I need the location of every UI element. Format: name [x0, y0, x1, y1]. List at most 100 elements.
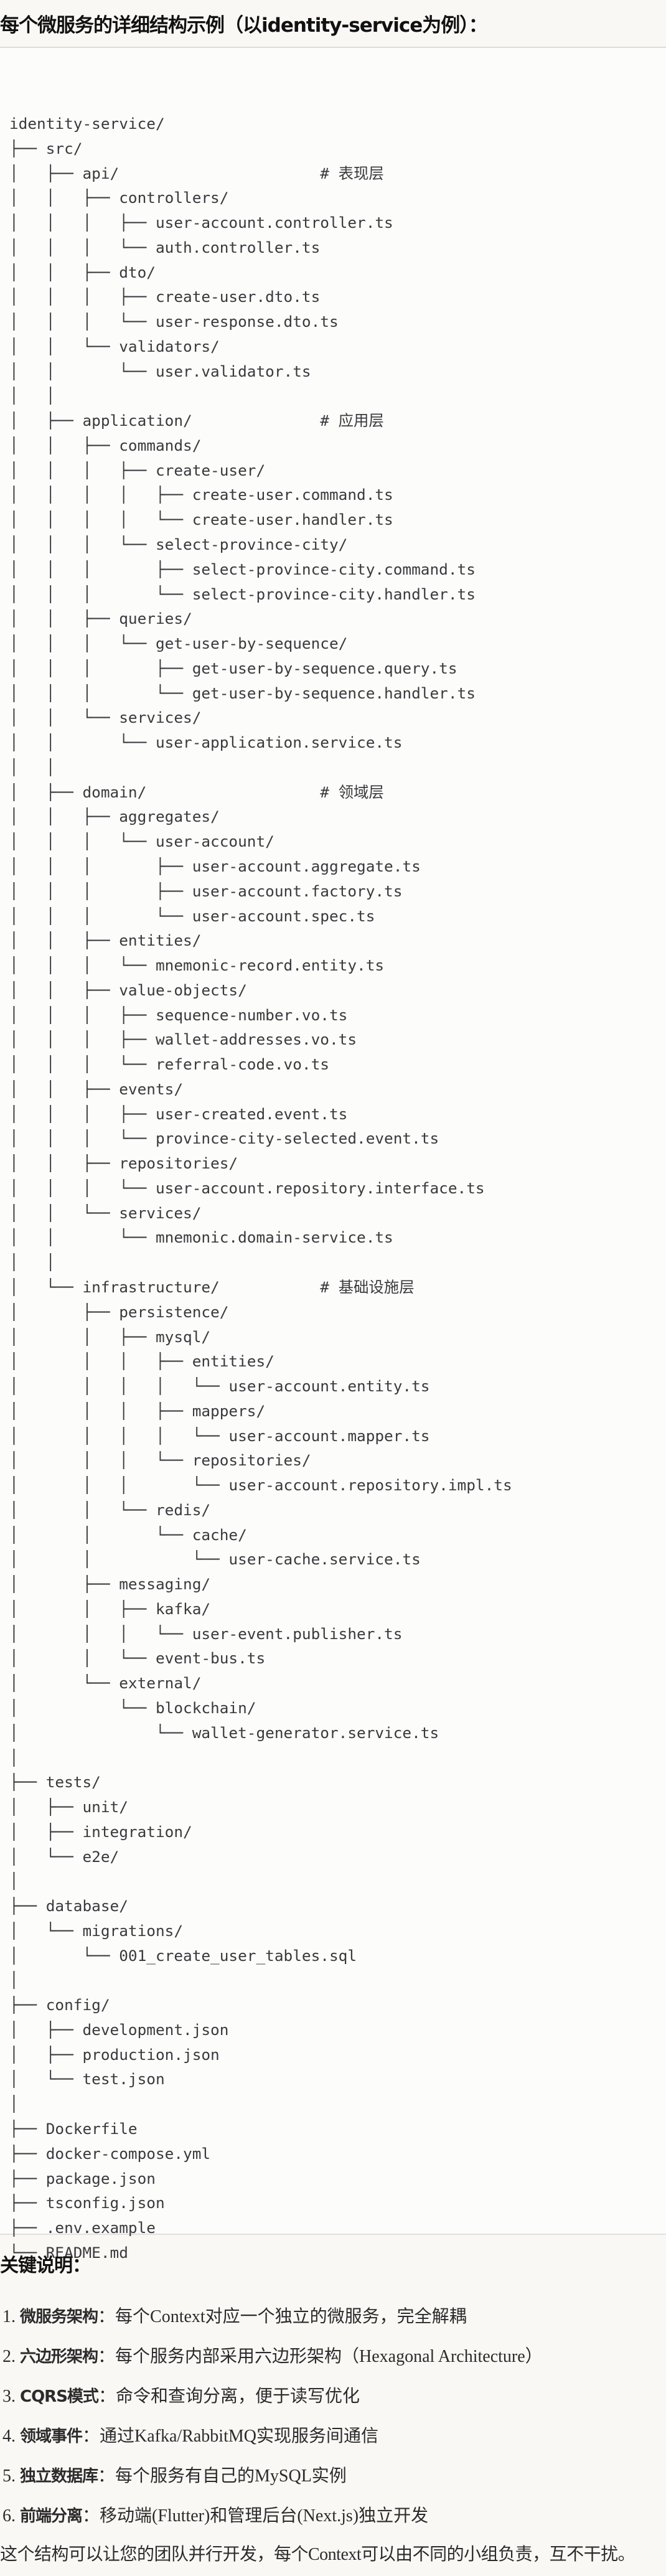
tree-line: │	[9, 1872, 19, 1891]
tree-line: ├── .env.example	[9, 2219, 156, 2237]
tree-line: │ │ │ └── mnemonic-record.entity.ts	[9, 956, 385, 975]
tree-line: │ │ ├── mysql/	[9, 1327, 211, 1346]
tree-line: └── README.md	[9, 2243, 128, 2262]
tree-line: │ │ │ ├── user-account.aggregate.ts	[9, 857, 421, 875]
tree-line: │ │ └── redis/	[9, 1500, 211, 1519]
tree-line: │ │ ├── aggregates/	[9, 807, 220, 826]
tree-line: │ │ │ │ └── create-user.handler.ts	[9, 510, 393, 529]
tree-line: │ ├── persistence/	[9, 1302, 229, 1321]
tree-line: ├── src/	[9, 139, 83, 157]
tree-line: ├── tsconfig.json	[9, 2194, 165, 2212]
list-item-label: 领域事件	[20, 2427, 83, 2446]
tree-line: │ │ │ ├── user-account.factory.ts	[9, 881, 403, 900]
list-item-text: ：每个服务内部采用六边形架构（Hexagonal Architecture）	[98, 2347, 543, 2366]
tree-line: │ │ │ └── province-city-selected.event.t…	[9, 1129, 439, 1148]
tree-line: │ │ │ ├── create-user/	[9, 461, 266, 479]
tree-line: │ └── e2e/	[9, 1847, 120, 1866]
tree-line: │ └── infrastructure/ # 基础设施层	[9, 1277, 415, 1296]
tree-line: │ │ │ │ ├── create-user.command.ts	[9, 486, 393, 504]
tree-line: │ │ └── validators/	[9, 337, 220, 355]
list-item-text: ：每个Context对应一个独立的微服务，完全解耦	[98, 2307, 467, 2326]
tree-line: │ │	[9, 1253, 55, 1272]
list-item: 1. 微服务架构：每个Context对应一个独立的微服务，完全解耦	[0, 2297, 666, 2337]
tree-line: │ │ ├── controllers/	[9, 189, 229, 207]
tree-line: │ │ │ └── repositories/	[9, 1451, 311, 1470]
tree-line: │ │ │ └── user-event.publisher.ts	[9, 1624, 403, 1643]
tree-line: │ └── external/	[9, 1674, 202, 1693]
tree-line: │ │ │ ├── entities/	[9, 1352, 274, 1371]
page-title: 每个微服务的详细结构示例（以identity-service为例）：	[0, 0, 666, 48]
tree-line: │ │ │ └── user-account.repository.impl.t…	[9, 1476, 512, 1495]
summary-paragraph: 这个结构可以让您的团队并行开发，每个Context可以由不同的小组负责，互不干扰…	[0, 2545, 636, 2564]
tree-line: │ │ └── user.validator.ts	[9, 362, 311, 380]
tree-line: │ │ │ ├── mappers/	[9, 1401, 266, 1420]
tree-line: │ │ │ └── auth.controller.ts	[9, 238, 321, 256]
tree-line: │ │ ├── entities/	[9, 931, 202, 950]
tree-line: │ │ │ │ └── user-account.entity.ts	[9, 1377, 430, 1396]
tree-line: │ │ │ └── get-user-by-sequence.handler.t…	[9, 684, 476, 702]
tree-line: │ │ ├── queries/	[9, 609, 192, 628]
tree-line: │ │ └── event-bus.ts	[9, 1649, 266, 1668]
list-item: 2. 六边形架构：每个服务内部采用六边形架构（Hexagonal Archite…	[0, 2337, 666, 2377]
tree-line: │ │ │ └── get-user-by-sequence/	[9, 634, 348, 653]
list-item-label: 前端分离	[20, 2507, 83, 2526]
tree-line: │ │ │ └── user-account/	[9, 832, 274, 851]
tree-line: │ │ ├── repositories/	[9, 1154, 238, 1173]
tree-line: │ ├── domain/ # 领域层	[9, 783, 384, 801]
tree-line: │ │ │ │ └── user-account.mapper.ts	[9, 1426, 430, 1445]
list-item: 3. CQRS模式：命令和查询分离，便于读写优化	[0, 2377, 666, 2417]
list-item-num: 5.	[2, 2466, 20, 2486]
tree-line: │	[9, 2095, 19, 2113]
tree-line: │ │ └── user-cache.service.ts	[9, 1550, 421, 1569]
tree-line: │ │ ├── value-objects/	[9, 980, 247, 999]
tree-line: │ │ │ ├── create-user.dto.ts	[9, 288, 321, 306]
list-item-label: 六边形架构	[20, 2348, 98, 2366]
tree-line: │ └── wallet-generator.service.ts	[9, 1723, 439, 1742]
list-item-num: 1.	[2, 2307, 20, 2326]
tree-line: ├── package.json	[9, 2169, 156, 2188]
tree-line: │ │	[9, 387, 55, 405]
list-item: 4. 领域事件：通过Kafka/RabbitMQ实现服务间通信	[0, 2417, 666, 2456]
tree-line: │ │ │ └── user-account.repository.interf…	[9, 1178, 485, 1197]
list-item-text: ：移动端(Flutter)和管理后台(Next.js)独立开发	[82, 2506, 429, 2526]
tree-line: │ │ │ └── user-response.dto.ts	[9, 313, 339, 331]
list-item: 5. 独立数据库：每个服务有自己的MySQL实例	[0, 2456, 666, 2496]
list-item-num: 4.	[2, 2427, 20, 2446]
list-item-label: 独立数据库	[20, 2467, 98, 2486]
tree-line: ├── config/	[9, 1996, 110, 2014]
tree-line: │ │ ├── events/	[9, 1079, 184, 1098]
tree-line: │ ├── messaging/	[9, 1575, 211, 1594]
list-item-text: ：命令和查询分离，便于读写优化	[98, 2387, 360, 2406]
list-item-num: 3.	[2, 2387, 20, 2406]
tree-line: ├── Dockerfile	[9, 2120, 138, 2138]
tree-line: identity-service/	[9, 115, 165, 133]
tree-line: │ │ │ ├── user-account.controller.ts	[9, 214, 393, 232]
list-item: 6. 前端分离：移动端(Flutter)和管理后台(Next.js)独立开发	[0, 2496, 666, 2536]
tree-line: │ │ └── services/	[9, 1203, 202, 1222]
tree-line: ├── database/	[9, 1897, 128, 1916]
directory-tree-code-block: identity-service/ ├── src/ │ ├── api/ # 表现…	[0, 48, 666, 2262]
tree-line: │ │ │ ├── user-created.event.ts	[9, 1104, 348, 1123]
tree-line: │ │ └── mnemonic.domain-service.ts	[9, 1228, 393, 1247]
tree-line: │ ├── application/ # 应用层	[9, 411, 384, 430]
list-item-num: 6.	[2, 2506, 20, 2526]
tree-line: │ ├── production.json	[9, 2045, 220, 2064]
tree-line: │	[9, 1971, 19, 1990]
tree-line: │ ├── api/ # 表现层	[9, 164, 384, 182]
tree-line: │ │ │ └── referral-code.vo.ts	[9, 1055, 329, 1074]
tree-line: │ └── test.json	[9, 2070, 165, 2089]
tree-line: │ ├── unit/	[9, 1798, 128, 1817]
tree-line: │ │ │ └── select-province-city/	[9, 535, 348, 554]
list-item-num: 2.	[2, 2347, 20, 2366]
tree-line: │ │ └── user-application.service.ts	[9, 733, 403, 752]
tree-line: │ │ │ ├── select-province-city.command.t…	[9, 560, 476, 578]
tree-line: │ ├── integration/	[9, 1822, 192, 1841]
list-item-text: ：通过Kafka/RabbitMQ实现服务间通信	[82, 2427, 378, 2446]
tree-line: │ └── 001_create_user_tables.sql	[9, 1946, 357, 1965]
tree-line: │ │	[9, 758, 55, 776]
list-item-text: ：每个服务有自己的MySQL实例	[98, 2466, 347, 2486]
tree-line: │ │ ├── dto/	[9, 263, 156, 281]
tree-line: │ └── blockchain/	[9, 1699, 256, 1717]
